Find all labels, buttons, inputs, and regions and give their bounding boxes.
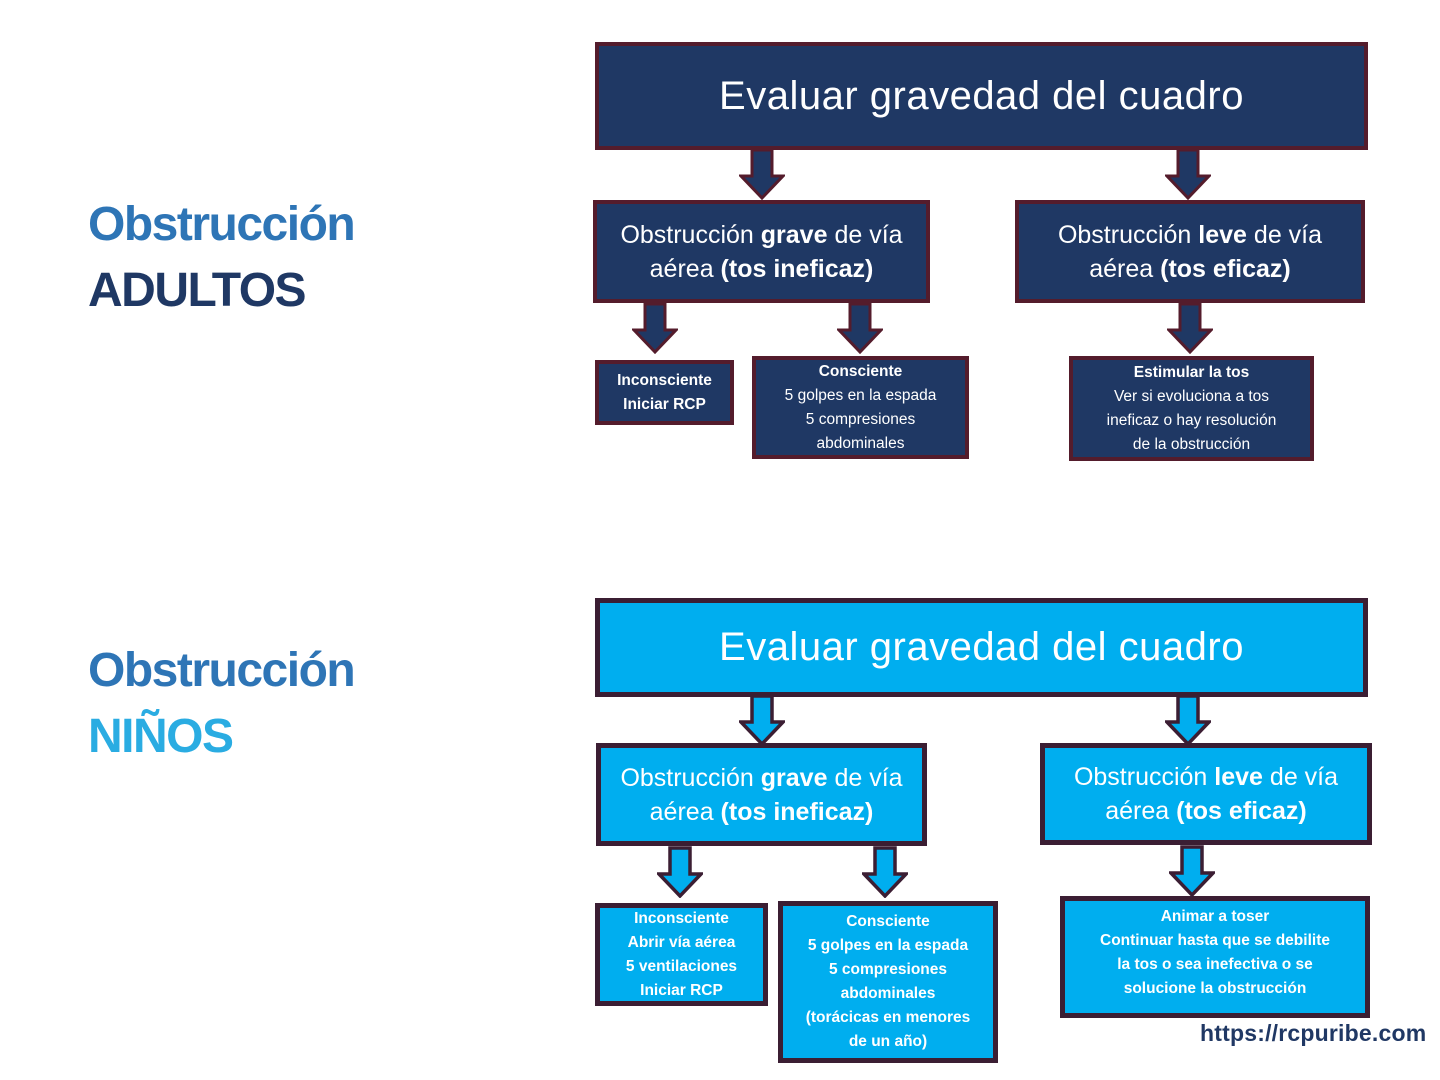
children-arrow-grave-to-conscious-icon <box>862 846 908 898</box>
adults-grave-text: Obstrucción grave de vía aérea (tos inef… <box>620 220 903 283</box>
adults-grave-box: Obstrucción grave de vía aérea (tos inef… <box>593 200 930 303</box>
adults-leve-box: Obstrucción leve de vía aérea (tos efica… <box>1015 200 1365 303</box>
children-arrow-grave-to-unconscious-icon <box>657 846 703 898</box>
children-label-ninos: NIÑOS <box>88 710 234 763</box>
adults-arrow-leve-to-stimulate-icon <box>1167 302 1213 354</box>
children-arrow-leve-to-cough-icon <box>1169 845 1215 897</box>
children-title-box: Evaluar gravedad del cuadro <box>595 598 1368 697</box>
adults-arrow-title-to-grave-icon <box>739 148 785 200</box>
adults-title-text: Evaluar gravedad del cuadro <box>719 73 1244 118</box>
adults-arrow-grave-to-conscious-icon <box>837 302 883 354</box>
children-leve-text: Obstrucción leve de vía aérea (tos efica… <box>1073 763 1339 825</box>
children-grave-box: Obstrucción grave de vía aérea (tos inef… <box>596 743 927 846</box>
source-url: https://rcpuribe.com <box>1200 1020 1427 1046</box>
children-label-obstruccion: Obstrucción <box>88 644 356 697</box>
children-leve-box: Obstrucción leve de vía aérea (tos efica… <box>1040 743 1372 845</box>
adults-label-obstruccion: Obstrucción <box>88 198 356 251</box>
adults-arrow-title-to-leve-icon <box>1165 148 1211 200</box>
adults-section-label: Obstrucción ADULTOS <box>88 192 356 324</box>
adults-arrow-grave-to-unconscious-icon <box>632 302 678 354</box>
adults-outcome-conscious-title: Consciente <box>818 362 903 380</box>
children-arrow-title-to-leve-icon <box>1165 694 1211 746</box>
children-arrow-title-to-grave-icon <box>739 694 785 746</box>
children-section-label: Obstrucción NIÑOS <box>88 638 356 770</box>
adults-outcome-stimulate-title: Estimular la tos <box>1133 363 1250 381</box>
adults-outcome-stimulate-box: Estimular la tos Ver si evoluciona a tos… <box>1069 356 1314 461</box>
adults-label-adultos: ADULTOS <box>88 264 307 317</box>
children-grave-text: Obstrucción grave de vía aérea (tos inef… <box>620 763 903 826</box>
adults-title-box: Evaluar gravedad del cuadro <box>595 42 1368 150</box>
children-title-text: Evaluar gravedad del cuadro <box>719 625 1244 669</box>
adults-leve-text: Obstrucción leve de vía aérea (tos efica… <box>1057 220 1323 283</box>
